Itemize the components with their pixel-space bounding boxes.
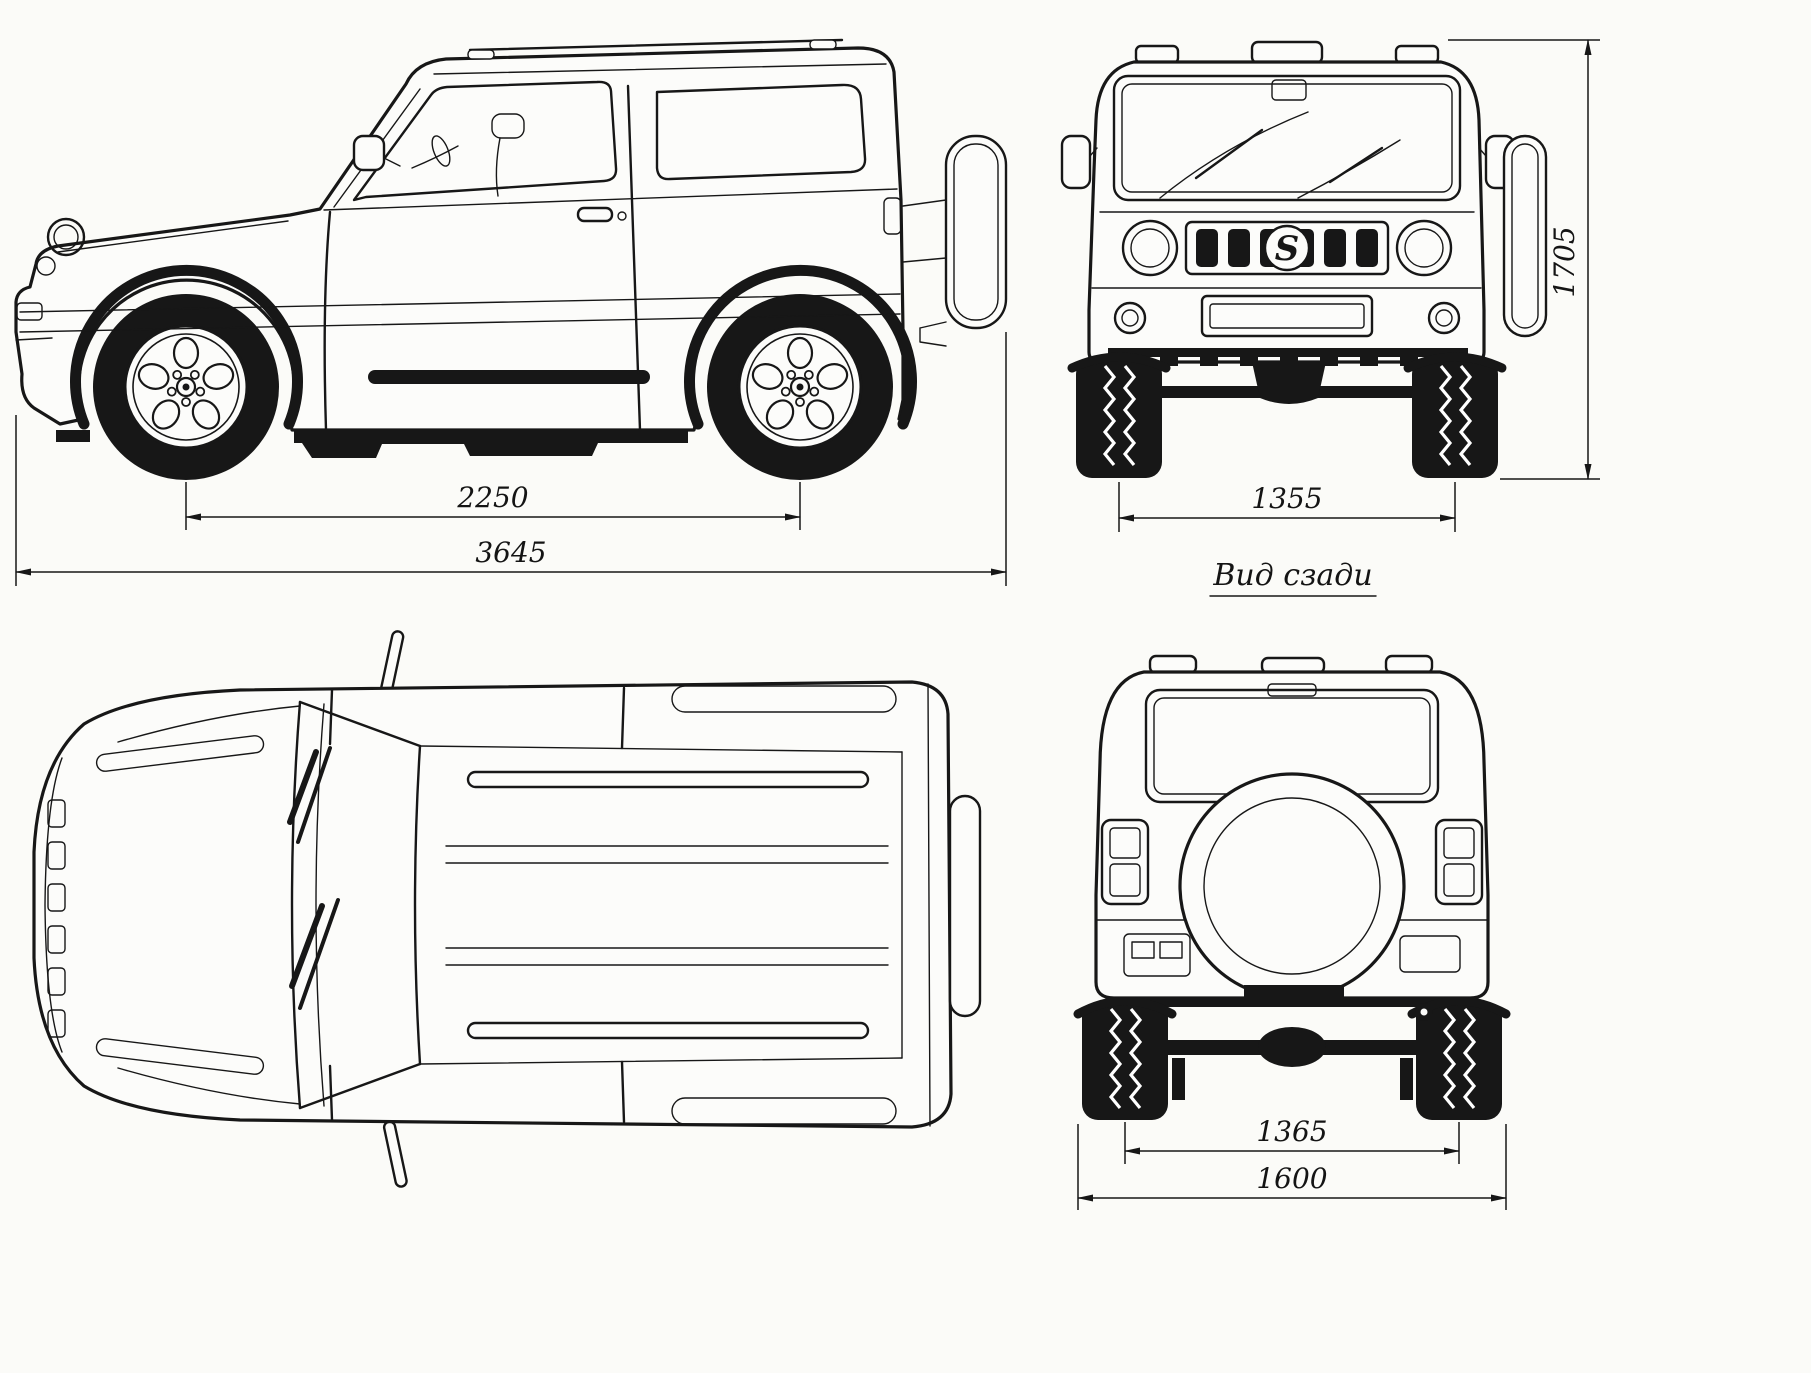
dimension-overall-length-label: 3645 [475,536,546,569]
front-wheel-left [1076,358,1162,478]
antenna-bottom [382,1120,408,1188]
wiper-left [1159,111,1309,199]
mirror-left-front-view [1060,134,1098,190]
logo-letter: S [1275,229,1300,269]
headlight-left [1121,219,1179,277]
headlight-side [36,217,86,276]
dimension-rear-track: 1365 [1124,1115,1460,1164]
license-lamp-left [1123,933,1191,977]
cowl-arc [290,700,302,1110]
dimension-front-track: 1355 [1118,482,1456,532]
beltline [323,188,898,211]
top-body [32,680,953,1129]
roof-ribs [445,845,889,966]
roof-rails-top-view [466,770,870,1040]
door-seams-top-view [328,686,626,1124]
front-bumper-inner-line [44,757,63,1053]
headlight-right [1395,219,1453,277]
front-flare-right [1403,352,1507,373]
door-window [352,80,618,202]
wipers-top-view [287,746,340,1010]
brake-light [1267,683,1317,697]
roof-rack-rear [1148,654,1434,675]
quarter-window [655,83,867,181]
mud-flap-left [1172,1058,1185,1100]
rear-view: 1365 1600 [1073,654,1511,1210]
spare-tire-rear-view [1178,772,1406,1000]
front-underbody-mass [56,430,90,442]
dimension-rear-track-label: 1365 [1256,1115,1327,1148]
front-underbody [1108,348,1468,404]
roof-front-edge [413,744,422,1066]
side-spare-tire [902,134,1008,347]
dimension-overall-length: 3645 [15,332,1007,586]
side-trim-pills [95,685,897,1125]
turn-signal-right [1427,301,1461,335]
b-pillar-seam [626,84,642,432]
dimension-front-track-label: 1355 [1251,482,1322,515]
hood-crease-bottom [117,1067,301,1105]
rear-flare-left [1073,996,1177,1019]
dimension-overall-width: 1600 [1077,1124,1507,1210]
front-flare-left [1067,352,1171,373]
door-handle [576,206,627,223]
roof-rack-front [1134,40,1440,65]
tail-light-side [883,197,902,235]
rear-wheel-left [1082,1002,1168,1120]
interior-hints [411,113,525,197]
bumper-line-side [15,337,53,341]
fender-flare-front [70,264,303,430]
fog-light-side [16,302,43,321]
svg-text:Вид сзади: Вид сзади [1212,558,1372,593]
roof-side-edges [419,745,903,1065]
dimension-wheelbase-label: 2250 [456,481,528,514]
roof-rail-side [433,38,887,75]
turn-signal-left [1113,301,1147,335]
license-plate-front [1200,294,1374,338]
underbody-mass [294,430,688,458]
exhaust-pipe [1415,1003,1433,1021]
side-molding-lower [19,313,901,333]
spare-tire-side-profile [1502,134,1548,338]
dimension-overall-height: 1705 [1448,39,1600,480]
front-door-seam [323,210,332,432]
rear-axle [1168,1027,1418,1067]
side-molding-upper [19,293,901,313]
spare-tire-top-view [948,794,982,1018]
fender-flare-rear [684,264,917,430]
dimension-wheelbase: 2250 [185,481,801,530]
tail-light-left [1100,818,1150,906]
dimension-overall-width-label: 1600 [1256,1162,1327,1195]
tow-hitch [1244,985,1344,1007]
grille: S [1184,220,1390,276]
hood-crease-top [117,705,301,743]
a-pillar-top [298,700,422,748]
hood-crease [57,220,289,253]
wiper-left-blade [1194,128,1264,180]
rear-view-caption: Вид сзади [1209,558,1377,597]
side-rear-wheel [705,292,895,482]
front-view: S [1060,39,1600,597]
dimension-overall-height-label: 1705 [1548,226,1581,297]
tail-light-right [1434,818,1484,906]
front-wheel-right [1412,358,1498,478]
windshield-base-arc [315,703,325,1107]
suzuki-logo [1263,224,1311,272]
rearview-mirror [1271,79,1307,101]
front-bumper-slots [47,799,66,1038]
rocker-step [368,370,650,384]
wiper-right-blade [1328,146,1384,184]
tailgate-seam [927,683,931,1127]
a-pillar-bottom [298,1062,422,1110]
top-view [32,630,982,1188]
mud-flap-right [1400,1058,1413,1100]
side-view: 2250 3645 [14,38,1008,586]
side-front-wheel [91,292,281,482]
side-mirror [352,134,401,172]
bumper-detail-right [1399,935,1461,973]
windshield [1112,74,1462,202]
rear-wheel-right [1416,1002,1502,1120]
